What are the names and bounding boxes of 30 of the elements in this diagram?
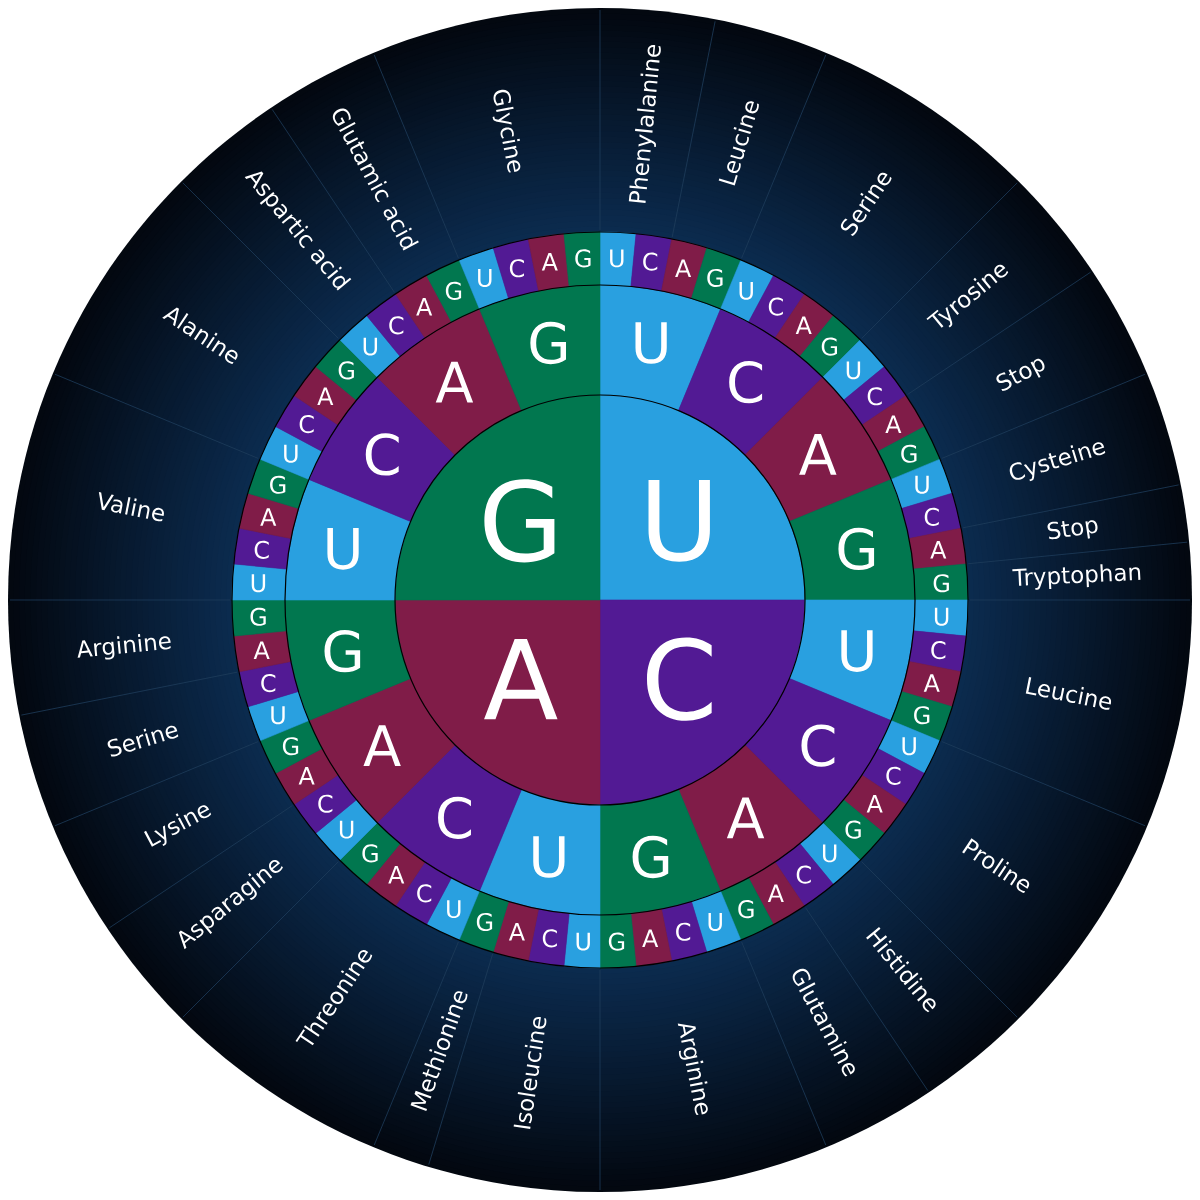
amino-acid-label: Stop bbox=[1047, 520, 1098, 540]
codon-segment: U bbox=[563, 913, 601, 969]
codon-segment: A bbox=[492, 901, 539, 962]
codon-segment: A bbox=[661, 238, 708, 299]
codon-segment: G bbox=[231, 599, 287, 637]
codon-segment: A bbox=[527, 233, 570, 292]
codon-segment: U bbox=[913, 599, 969, 637]
codon-segment: C bbox=[630, 233, 673, 292]
codon-segment: C bbox=[492, 238, 539, 299]
codon-segment: A bbox=[630, 908, 673, 967]
amino-acid-label: Leucine bbox=[1025, 677, 1112, 710]
amino-acid-label: Tryptophan bbox=[1012, 564, 1141, 590]
codon-segment: C bbox=[233, 527, 292, 570]
amino-acid-label: Arginine bbox=[677, 1023, 708, 1116]
codon-segment: G bbox=[563, 231, 601, 287]
codon-segment: A bbox=[233, 630, 292, 673]
amino-acid-label: Phenylalanine bbox=[628, 45, 661, 203]
amino-acid-label: Cysteine bbox=[1009, 442, 1106, 482]
amino-acid-label: Isoleucine bbox=[513, 1016, 547, 1130]
amino-acid-label: Glycine bbox=[492, 89, 521, 173]
amino-acid-label: Stop bbox=[996, 358, 1045, 391]
codon-segment: C bbox=[661, 901, 708, 962]
codon-segment: G bbox=[284, 599, 411, 721]
codon-segment: C bbox=[908, 630, 967, 673]
amino-acid-label: Valine bbox=[98, 491, 164, 522]
codon-segment: G bbox=[789, 479, 916, 601]
amino-acid-label: Arginine bbox=[77, 634, 171, 660]
codon-segment: A bbox=[908, 527, 967, 570]
amino-acid-label: Serine bbox=[107, 725, 179, 757]
codon-segment: C bbox=[527, 908, 570, 967]
